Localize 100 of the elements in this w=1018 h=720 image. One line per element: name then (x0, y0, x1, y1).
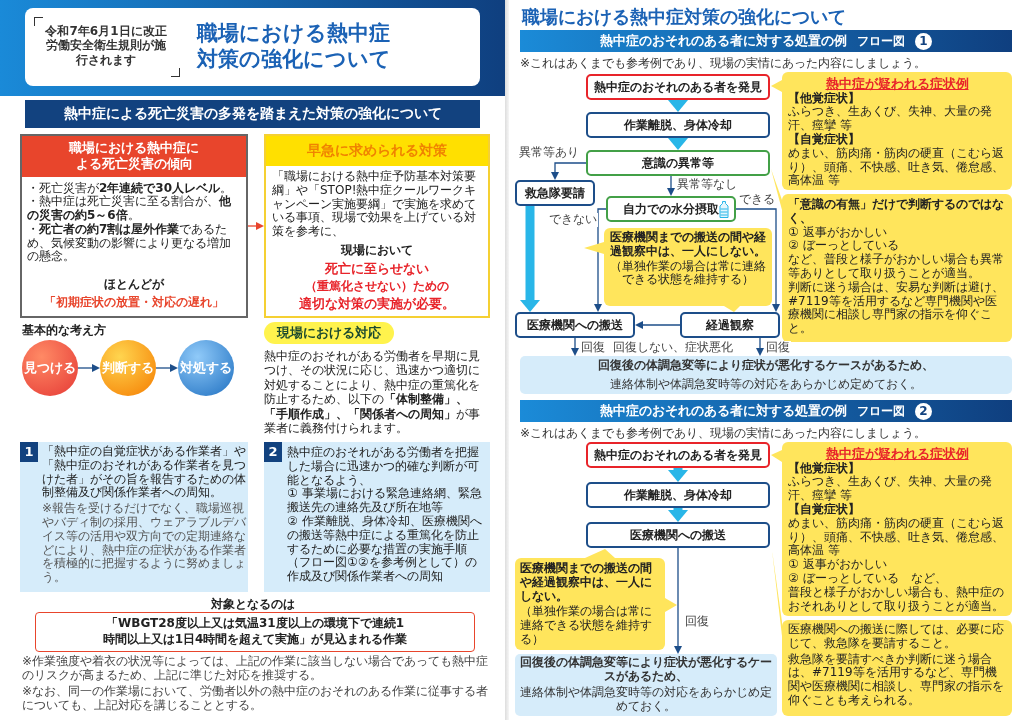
footnote-text: ※作業強度や着衣の状況等によっては、上記の作業に該当しない場合であっても熱中症のリスクが高まるため、上記に準じた対応を推奨する。 (22, 655, 490, 683)
box-text: 作業離脱、身体冷却 (624, 486, 732, 504)
section-label: 基本的な考え方 (22, 322, 106, 339)
body-text: 連絡体制や体調急変時等の対応をあらかじめ定めておく。 (519, 686, 773, 714)
trend-card (20, 134, 248, 318)
edge-label: できる (738, 193, 776, 207)
edge-label: 異常等なし (676, 178, 738, 192)
callout-heading: 熱中症が疑われる症状例 (825, 76, 970, 91)
edge-label: 回復 (765, 341, 791, 355)
flow-box (586, 522, 770, 548)
box-text: 意識の異常等 (642, 154, 714, 172)
callout-bubble (771, 72, 1012, 190)
step-circle (22, 340, 78, 396)
arrow (77, 364, 100, 372)
arrow (247, 222, 264, 230)
emphasis-text: 死亡に至らせない (324, 260, 430, 278)
heading-band (25, 100, 480, 128)
arrow (668, 508, 688, 522)
edge-label: 回復 (684, 615, 710, 629)
body-text: ① 返事がおかしい (788, 558, 888, 572)
notice-text: 令和7年6月1日に改正労働安全衛生規則が施行されます (44, 24, 168, 68)
target-box (35, 612, 475, 652)
number-badge: 1 (20, 442, 38, 462)
arrow (571, 337, 579, 356)
edge-label: 回復しない、症状悪化 (612, 341, 734, 355)
body-text: 普段と様子がおかしい場合も、熱中症のおそれありとして取り扱うことが適当。 (788, 585, 1005, 614)
body-text: ② ぼーっとしている など、 (788, 571, 948, 586)
callout-heading: 医療機関までの搬送の間や経過観察中は、一人にしない。 (609, 231, 767, 259)
section-heading: 熱中症のおそれのある者に対する処置の例 (600, 402, 847, 420)
step-circle (178, 340, 234, 396)
page-title: 職場における熱中症対策の強化について (197, 20, 392, 73)
box-text: 医療機関への搬送 (527, 316, 623, 334)
body-text: 熱中症のおそれがある労働者を早期に見つけ、その状況に応じ、迅速かつ適切に対処することにより、熱中症の重篤化を防止するため、以下の「体制整備」、「手順作成」、「関係者への周知」が事業者に義務付けられます。 (264, 349, 481, 436)
body-text: めまい、筋肉痛・筋肉の硬直（こむら返り）、頭痛、不快感、吐き気、倦怠感、高体温 等 (788, 516, 1005, 558)
note-panel (520, 356, 1012, 394)
card-heading: 早急に求められる対策 (266, 136, 488, 166)
number-badge: 1 (915, 32, 932, 50)
body-text: 回復後の体調急変等により症状が悪化するケースがあるため、 (519, 656, 773, 684)
edge-label: できない (548, 213, 598, 227)
tag-heading: 現場における対応 (277, 324, 381, 342)
emphasis-text: （重篤化させない）ための (304, 278, 450, 295)
edge-label: 回復 (580, 341, 606, 355)
arrow (635, 321, 681, 329)
arrow (668, 468, 688, 482)
section-heading: 熱中症のおそれのある者に対する処置の例 (600, 32, 847, 50)
arrow (735, 208, 780, 312)
body-text: 「WBGT28度以上又は気温31度以上の環境下で連続1時間以上又は1日4時間を超えて実施」が見込まれる作業 (101, 616, 409, 648)
box-text: 医療機関への搬送 (630, 526, 726, 544)
flow-box (680, 312, 780, 338)
number-badge: 2 (915, 402, 932, 420)
symptom-category: 【自覚症状】 (788, 503, 861, 517)
symptom-category: 【他覚症状】 (788, 91, 861, 105)
body-text: 「熱中症の自覚症状がある作業者」や「熱中症のおそれがある作業者を見つけた者」がその旨を報告するための体制整備及び関係作業者への周知。 (42, 445, 246, 501)
flow-label: フロー図 (857, 402, 905, 420)
body-text: 医療機関への搬送に際しては、必要に応じて、救急隊を要請すること。 (788, 623, 1005, 651)
arrow (756, 337, 764, 356)
flow-box (515, 180, 595, 206)
body-text: ① 事業場における緊急連絡網、緊急搬送先の連絡先及び所在地等 (287, 487, 483, 515)
note-text: ※これはあくまでも参考例であり、現場の実情にあった内容にしましょう。 (520, 425, 927, 442)
box-text: 熱中症のおそれのある者を発見 (594, 446, 762, 464)
arrow (668, 100, 688, 112)
body-text: めまい、筋肉痛・筋肉の硬直（こむら返り）、頭痛、不快感、吐き気、倦怠感、高体温 等 (788, 146, 1005, 189)
box-text: 経過観察 (706, 316, 754, 334)
section-band (520, 30, 1012, 52)
heading-tag (264, 322, 394, 344)
section-heading: 熱中症による死亡災害の多発を踏まえた対策の強化について (63, 105, 442, 123)
flow-label: フロー図 (857, 32, 905, 50)
flow-box (586, 74, 770, 100)
callout-heading: 医療機関までの搬送の間や経過観察中は、一人にしない。 (520, 562, 653, 604)
body-text: 連絡体制や体調急変時等の対応をあらかじめ定めておく。 (610, 376, 922, 393)
flow-box (586, 112, 770, 138)
note-panel (515, 654, 777, 716)
body-text: ふらつき、生あくび、失神、大量の発汗、痙攣 等 (788, 475, 993, 503)
flow-box (606, 196, 736, 222)
box-text: 作業離脱、身体冷却 (624, 116, 732, 134)
callout-heading: 「意識の有無」だけで判断するのではなく、 (788, 198, 1005, 226)
body-text: 「職場における熱中症予防基本対策要綱」や「STOP!熱中症クールワークキャンペーン実施要綱」で実施を求めている事項、現場で効果を上げている対策を参考に、 (271, 168, 478, 239)
body-text: 回復後の体調急変等により症状が悪化するケースがあるため、 (598, 357, 934, 374)
callout-bubble (584, 228, 772, 312)
step-circle (100, 340, 156, 396)
bullet-text: ・死亡災害が2年連続で30人レベル。 (26, 181, 234, 195)
callout-bubble (515, 549, 677, 650)
info-panel (20, 442, 248, 592)
note-text: ※報告を受けるだけでなく、職場巡視やバディ制の採用、ウェアラブルデバイス等の活用や双方向での定期連絡などにより、熱中症の症状がある作業者を積極的に把握するように努めましょう。 (42, 502, 246, 585)
body-text: ① 返事がおかしい (788, 225, 888, 240)
info-panel (264, 442, 490, 592)
box-text: 救急隊要請 (525, 184, 585, 202)
body-text: ② 作業離脱、身体冷却、医療機関への搬送等熱中症による重篤化を防止するために必要な措置の実施手順（フロー図①②を参考例として）の作成及び関係作業者への周知 (287, 515, 483, 584)
summary-text: ほとんどが (103, 276, 166, 293)
flow-box (586, 482, 770, 508)
emphasis-text: 「初期症状の放置・対応の遅れ」 (43, 294, 225, 311)
bullet-text: ・熱中症は死亡災害に至る割合が、他の災害の約5～6倍。 (26, 195, 232, 223)
step-text: 見つける (24, 359, 76, 377)
note-text: （単独作業の場合は常に連絡できる状態を維持する） (520, 605, 653, 647)
callout-heading: 熱中症が疑われる症状例 (825, 446, 970, 461)
arrow (155, 364, 178, 372)
arrow (520, 206, 540, 312)
section-label: 対象となるのは (210, 596, 296, 613)
arrow (667, 175, 675, 196)
body-text: ② ぼーっとしている (788, 239, 900, 253)
